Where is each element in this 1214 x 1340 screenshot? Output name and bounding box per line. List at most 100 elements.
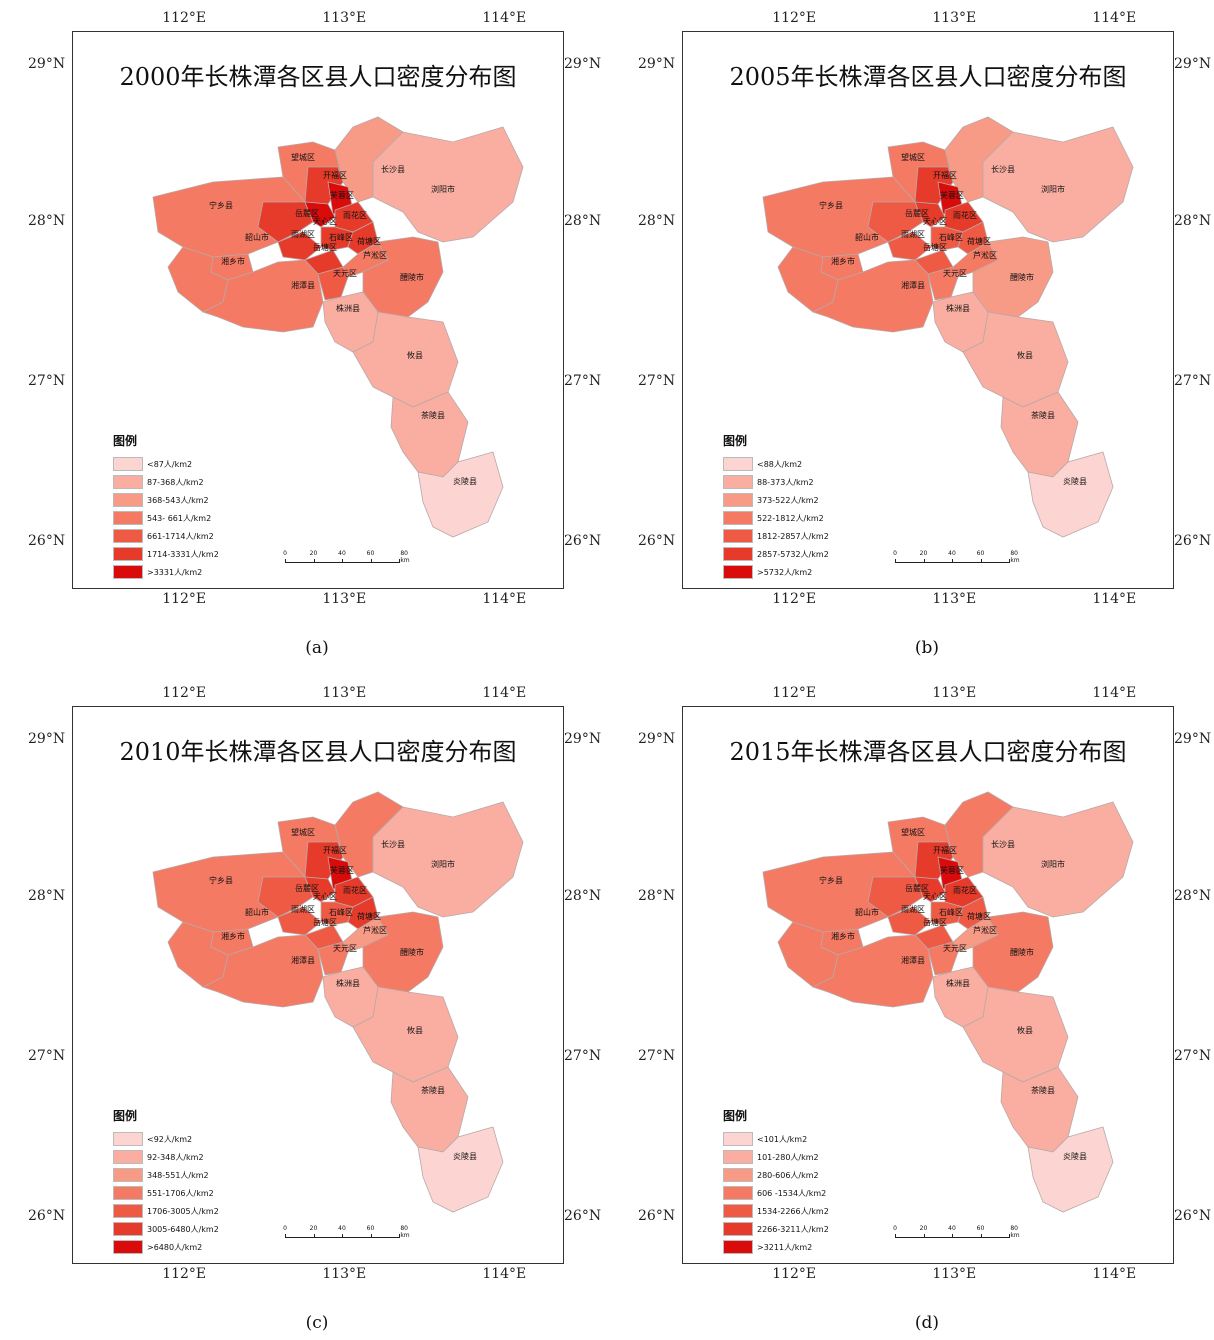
region-label-芦淞区: 芦淞区 bbox=[973, 925, 997, 935]
legend-item: <92人/km2 bbox=[113, 1130, 219, 1148]
scale-tick bbox=[370, 1234, 372, 1238]
longitude-label-bottom: 113°E bbox=[932, 1266, 977, 1282]
region-label-石峰区: 石峰区 bbox=[939, 907, 963, 917]
scale-tick bbox=[399, 559, 400, 563]
latitude-label-left: 28°N bbox=[28, 213, 66, 229]
region-天元区[interactable] bbox=[317, 941, 349, 976]
choropleth-map: 望城区开福区长沙县芙蓉区浏阳市宁乡县岳麓区天心区雨花区韶山市雨湖区石峰区荷塘区岳… bbox=[762, 116, 1134, 538]
legend-item: <88人/km2 bbox=[723, 455, 829, 473]
region-label-株洲县: 株洲县 bbox=[946, 978, 970, 988]
region-label-荷塘区: 荷塘区 bbox=[357, 911, 381, 921]
legend-label: 2857-5732人/km2 bbox=[757, 549, 829, 559]
region-株洲县[interactable] bbox=[322, 291, 379, 353]
region-label-芙蓉区: 芙蓉区 bbox=[330, 865, 354, 875]
region-天元区[interactable] bbox=[317, 266, 349, 301]
region-label-望城区: 望城区 bbox=[901, 152, 925, 162]
region-株洲县[interactable] bbox=[322, 966, 379, 1028]
legend-item: 348-551人/km2 bbox=[113, 1166, 219, 1184]
legend-title: 图例 bbox=[723, 1109, 748, 1123]
region-天元区[interactable] bbox=[927, 266, 959, 301]
longitude-label-top: 112°E bbox=[162, 10, 207, 26]
latitude-label-left: 28°N bbox=[638, 213, 676, 229]
longitude-label-bottom: 113°E bbox=[322, 1266, 367, 1282]
region-天心区[interactable] bbox=[304, 201, 336, 228]
region-雨湖区[interactable] bbox=[277, 906, 322, 936]
legend-swatch bbox=[113, 475, 143, 489]
legend-swatch bbox=[723, 493, 753, 507]
region-label-天心区: 天心区 bbox=[313, 892, 337, 901]
region-天心区[interactable] bbox=[914, 201, 946, 228]
region-攸县[interactable] bbox=[962, 986, 1069, 1083]
region-炎陵县[interactable] bbox=[1027, 1126, 1114, 1213]
legend-item: >6480人/km2 bbox=[113, 1238, 219, 1256]
region-label-茶陵县: 茶陵县 bbox=[421, 410, 445, 420]
longitude-label-top: 114°E bbox=[482, 10, 527, 26]
legend-title: 图例 bbox=[113, 1109, 138, 1123]
region-浏阳市[interactable] bbox=[372, 801, 524, 918]
region-label-芙蓉区: 芙蓉区 bbox=[940, 190, 964, 200]
region-株洲县[interactable] bbox=[932, 291, 989, 353]
legend-swatch bbox=[723, 1132, 753, 1146]
latitude-label-left: 29°N bbox=[28, 731, 66, 747]
region-雨湖区[interactable] bbox=[887, 906, 932, 936]
legend-label: <87人/km2 bbox=[147, 459, 193, 469]
longitude-label-top: 112°E bbox=[772, 685, 817, 701]
latitude-label-left: 27°N bbox=[638, 1048, 676, 1064]
legend-swatch bbox=[113, 1186, 143, 1200]
latitude-label-right: 29°N bbox=[1174, 56, 1212, 72]
region-label-望城区: 望城区 bbox=[291, 152, 315, 162]
latitude-label-left: 27°N bbox=[28, 373, 66, 389]
scale-label: 80 km bbox=[400, 550, 410, 564]
region-label-湘潭县: 湘潭县 bbox=[901, 280, 925, 290]
scale-tick bbox=[980, 1234, 982, 1238]
region-label-茶陵县: 茶陵县 bbox=[421, 1085, 445, 1095]
legend-label: 543- 661人/km2 bbox=[147, 513, 212, 523]
region-湘潭县[interactable] bbox=[811, 934, 934, 1008]
region-湘潭县[interactable] bbox=[201, 259, 324, 333]
legend-label: 280-606人/km2 bbox=[757, 1170, 819, 1180]
region-湘潭县[interactable] bbox=[201, 934, 324, 1008]
region-雨湖区[interactable] bbox=[277, 231, 322, 261]
region-label-攸县: 攸县 bbox=[1017, 1025, 1033, 1035]
legend-label: 1812-2857人/km2 bbox=[757, 531, 829, 541]
region-label-天元区: 天元区 bbox=[943, 269, 967, 278]
region-攸县[interactable] bbox=[962, 311, 1069, 408]
longitude-label-bottom: 112°E bbox=[772, 1266, 817, 1282]
panel-caption: (a) bbox=[305, 638, 329, 658]
region-株洲县[interactable] bbox=[932, 966, 989, 1028]
region-攸县[interactable] bbox=[352, 311, 459, 408]
region-label-湘乡市: 湘乡市 bbox=[831, 931, 855, 941]
region-浏阳市[interactable] bbox=[372, 126, 524, 243]
region-湘潭县[interactable] bbox=[811, 259, 934, 333]
region-天心区[interactable] bbox=[304, 876, 336, 903]
region-天心区[interactable] bbox=[914, 876, 946, 903]
latitude-label-right: 28°N bbox=[564, 213, 602, 229]
latitude-label-right: 26°N bbox=[1174, 1208, 1212, 1224]
legend-item: >3211人/km2 bbox=[723, 1238, 829, 1256]
scale-tick bbox=[342, 559, 343, 563]
legend-swatch bbox=[723, 529, 753, 543]
region-天元区[interactable] bbox=[927, 941, 959, 976]
region-label-开福区: 开福区 bbox=[323, 171, 347, 180]
region-炎陵县[interactable] bbox=[1027, 451, 1114, 538]
scale-label: 0 bbox=[283, 1225, 287, 1232]
region-攸县[interactable] bbox=[352, 986, 459, 1083]
region-炎陵县[interactable] bbox=[417, 451, 504, 538]
legend-label: >6480人/km2 bbox=[147, 1242, 203, 1252]
scale-label: 40 bbox=[338, 550, 346, 557]
region-label-芦淞区: 芦淞区 bbox=[363, 925, 387, 935]
legend-item: 87-368人/km2 bbox=[113, 473, 219, 491]
region-炎陵县[interactable] bbox=[417, 1126, 504, 1213]
legend-swatch bbox=[113, 529, 143, 543]
legend-item: <101人/km2 bbox=[723, 1130, 829, 1148]
region-label-荷塘区: 荷塘区 bbox=[357, 236, 381, 246]
region-浏阳市[interactable] bbox=[982, 801, 1134, 918]
latitude-label-left: 26°N bbox=[28, 1208, 66, 1224]
region-label-芦淞区: 芦淞区 bbox=[973, 250, 997, 260]
region-雨湖区[interactable] bbox=[887, 231, 932, 261]
region-label-雨湖区: 雨湖区 bbox=[291, 230, 315, 239]
latitude-label-left: 29°N bbox=[28, 56, 66, 72]
region-浏阳市[interactable] bbox=[982, 126, 1134, 243]
region-label-湘潭县: 湘潭县 bbox=[901, 955, 925, 965]
